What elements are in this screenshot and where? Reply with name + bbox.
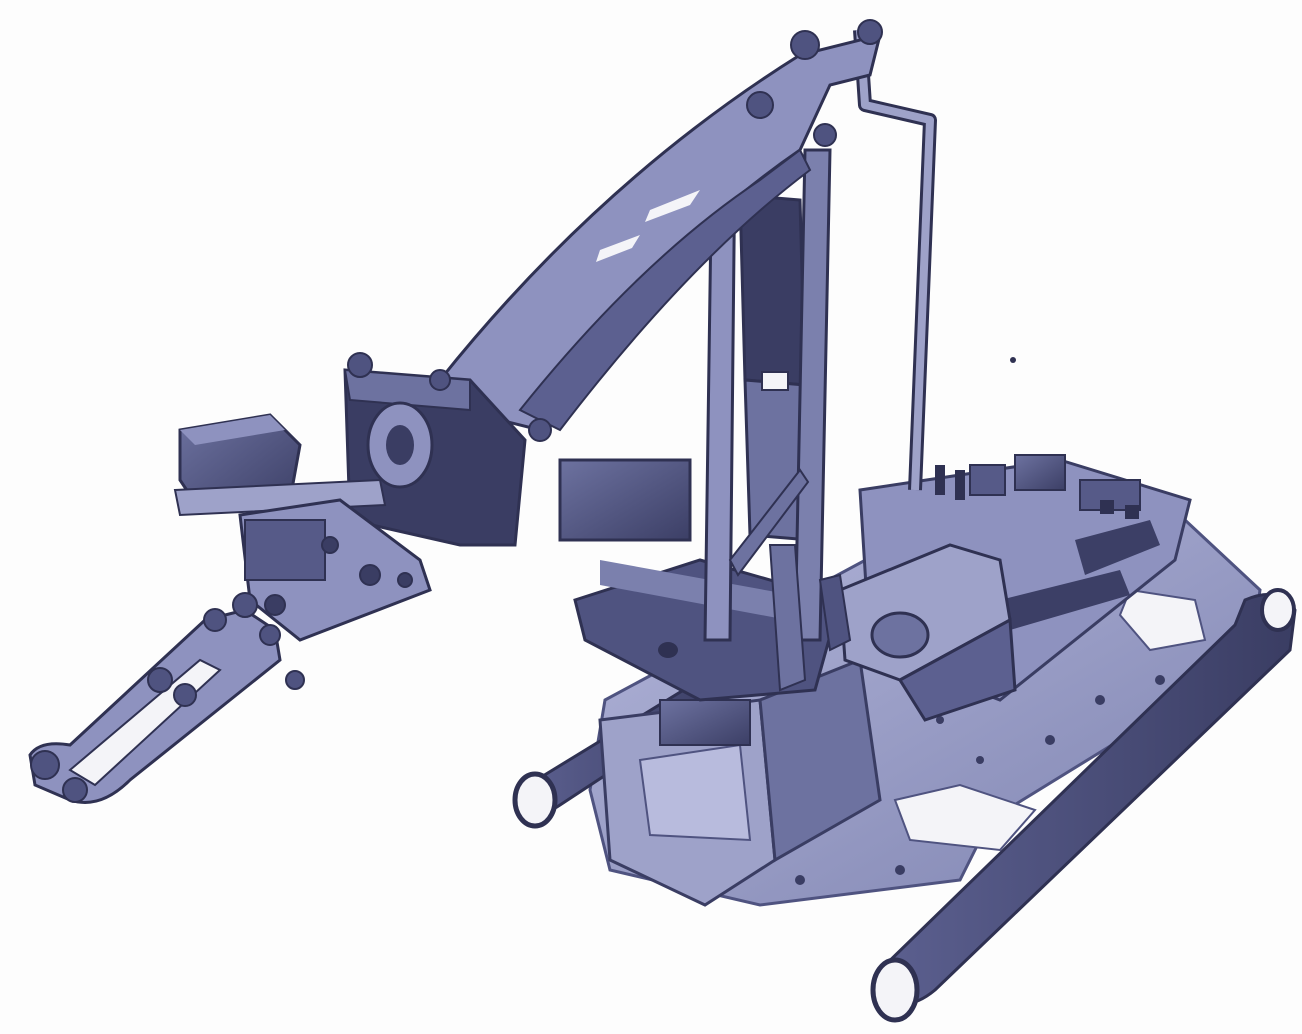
upper-arm-boom xyxy=(437,19,883,442)
base-servo xyxy=(838,543,1017,722)
parallel-link-rod xyxy=(853,29,937,491)
gripper-fingers xyxy=(28,592,305,804)
center-strut xyxy=(768,544,852,692)
right-track xyxy=(870,588,1297,1023)
speck xyxy=(1010,357,1016,363)
front-servo-bracket xyxy=(598,657,882,907)
elbow-servo xyxy=(343,352,527,547)
